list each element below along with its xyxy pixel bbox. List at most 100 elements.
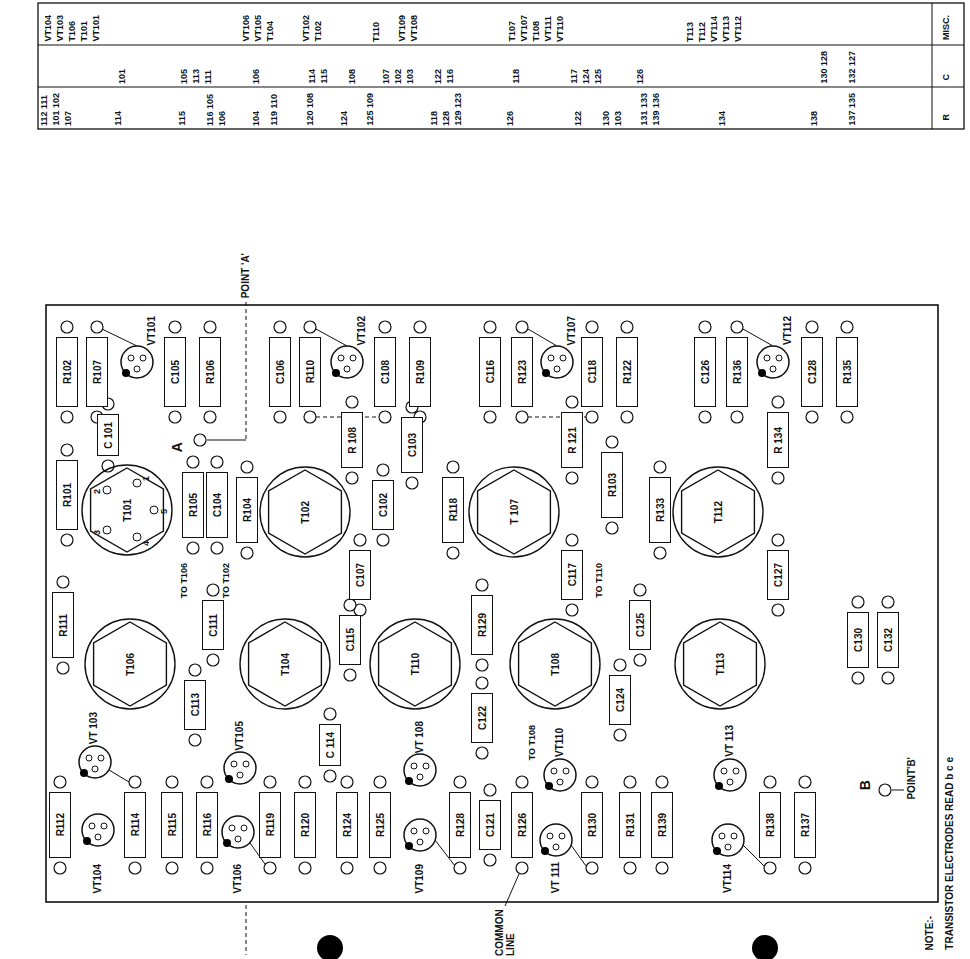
part-reference: R103 bbox=[607, 473, 618, 497]
part-reference: R114 bbox=[130, 813, 141, 836]
part-reference: R111 bbox=[58, 614, 69, 637]
transistor-label: VT 113 bbox=[724, 725, 735, 757]
transistor-pin bbox=[98, 755, 104, 761]
solder-pad bbox=[566, 472, 578, 484]
solder-pad bbox=[341, 776, 353, 788]
part-reference: C124 bbox=[615, 688, 626, 712]
solder-pad bbox=[731, 321, 743, 333]
transistor-outline bbox=[121, 346, 153, 378]
part-reference: C130 bbox=[853, 628, 864, 652]
solder-pad bbox=[324, 770, 336, 782]
solder-pad bbox=[699, 321, 711, 333]
resistor-box: R118 bbox=[442, 477, 464, 543]
solder-pad bbox=[516, 776, 528, 788]
transistor-outline bbox=[540, 824, 572, 856]
table-cell: 106 bbox=[218, 111, 228, 126]
table-cell: VT107 bbox=[520, 15, 530, 42]
resistor-box: R135 bbox=[836, 337, 858, 407]
part-reference: C 114 bbox=[325, 732, 336, 758]
capacitor-box: C115 bbox=[339, 615, 361, 665]
solder-pad bbox=[129, 862, 141, 874]
solder-pad bbox=[656, 776, 668, 788]
transistor-label: VT112 bbox=[782, 316, 793, 345]
transistor-outline bbox=[222, 816, 254, 848]
solder-pad bbox=[516, 321, 528, 333]
solder-pad bbox=[606, 522, 618, 534]
resistor-box: R129 bbox=[471, 595, 493, 655]
table-cell: 104 bbox=[252, 111, 262, 126]
transistor-pin bbox=[350, 355, 356, 361]
part-reference: C118 bbox=[587, 360, 598, 383]
part-reference: C125 bbox=[635, 613, 646, 637]
transistor-outline bbox=[82, 814, 114, 846]
table-cell: 115 bbox=[320, 69, 330, 84]
solder-pad bbox=[772, 534, 784, 546]
part-reference: C108 bbox=[380, 360, 391, 384]
transformer: T112 bbox=[672, 466, 764, 558]
table-cell: T107 bbox=[508, 21, 518, 42]
table-cell: 122 bbox=[434, 69, 444, 84]
transistor-pin bbox=[101, 823, 107, 829]
transformer-can bbox=[82, 465, 172, 555]
resistor-box: R136 bbox=[726, 337, 748, 407]
resistor-box: R126 bbox=[511, 792, 533, 858]
transistor-tab bbox=[405, 842, 413, 850]
part-reference: C105 bbox=[170, 360, 181, 384]
transistor-pin bbox=[417, 774, 423, 780]
transistor-label: VT107 bbox=[566, 316, 577, 345]
table-cell: VT114 bbox=[710, 16, 720, 42]
table-cell: 130 128 bbox=[820, 51, 830, 84]
solder-pad bbox=[379, 321, 391, 333]
table-cell: 118 bbox=[430, 111, 440, 126]
transistor-pin bbox=[721, 768, 727, 774]
transistor-pin bbox=[770, 366, 776, 372]
solder-pad bbox=[852, 596, 864, 608]
test-point bbox=[194, 434, 206, 446]
table-header: R bbox=[942, 114, 952, 121]
solder-pad bbox=[656, 862, 668, 874]
table-cell: 115 bbox=[178, 111, 188, 126]
table-cell: VT108 bbox=[410, 15, 420, 42]
transistor-label: VT 103 bbox=[88, 712, 99, 744]
resistor-box: R111 bbox=[52, 592, 74, 658]
solder-pad bbox=[129, 776, 141, 788]
transistor-pin bbox=[560, 355, 566, 361]
solder-pad bbox=[61, 444, 73, 456]
table-cell: T110 bbox=[372, 22, 382, 42]
solder-pad bbox=[54, 776, 66, 788]
solder-pad bbox=[304, 411, 316, 423]
part-reference: R128 bbox=[455, 813, 466, 837]
part-reference: R139 bbox=[657, 813, 668, 837]
solder-pad bbox=[414, 321, 426, 333]
part-reference: C115 bbox=[345, 628, 356, 651]
solder-pad bbox=[264, 776, 276, 788]
transistor-tab bbox=[332, 369, 340, 377]
table-cell: VT105 bbox=[254, 15, 264, 42]
table-cell: 101 bbox=[118, 69, 128, 84]
resistor-box: R105 bbox=[182, 472, 204, 538]
solder-pad bbox=[274, 411, 286, 423]
table-cell: 134 bbox=[718, 111, 728, 126]
transformer-can bbox=[370, 619, 460, 709]
table-cell: VT112 bbox=[734, 16, 744, 42]
solder-pad bbox=[166, 776, 178, 788]
part-reference: R112 bbox=[55, 813, 66, 836]
capacitor-box: C116 bbox=[479, 337, 501, 407]
solder-pad bbox=[406, 477, 418, 489]
table-cell: T113 bbox=[686, 22, 696, 42]
transistor-label: VT104 bbox=[92, 864, 103, 893]
resistor-box: R120 bbox=[294, 792, 316, 858]
transistor-pin bbox=[411, 763, 417, 769]
table-cell: T102 bbox=[314, 21, 324, 42]
part-reference: R120 bbox=[300, 813, 311, 837]
table-cell: 116 bbox=[446, 69, 456, 84]
transistor-outline bbox=[404, 754, 436, 786]
transistor-tab bbox=[715, 782, 723, 790]
transistor-outline bbox=[331, 346, 363, 378]
part-reference: R104 bbox=[242, 498, 253, 522]
solder-pad bbox=[207, 654, 219, 666]
solder-pad bbox=[476, 579, 488, 591]
table-cell: 105 bbox=[180, 69, 190, 84]
part-reference: C111 bbox=[208, 614, 219, 637]
transistor-outline bbox=[79, 746, 111, 778]
